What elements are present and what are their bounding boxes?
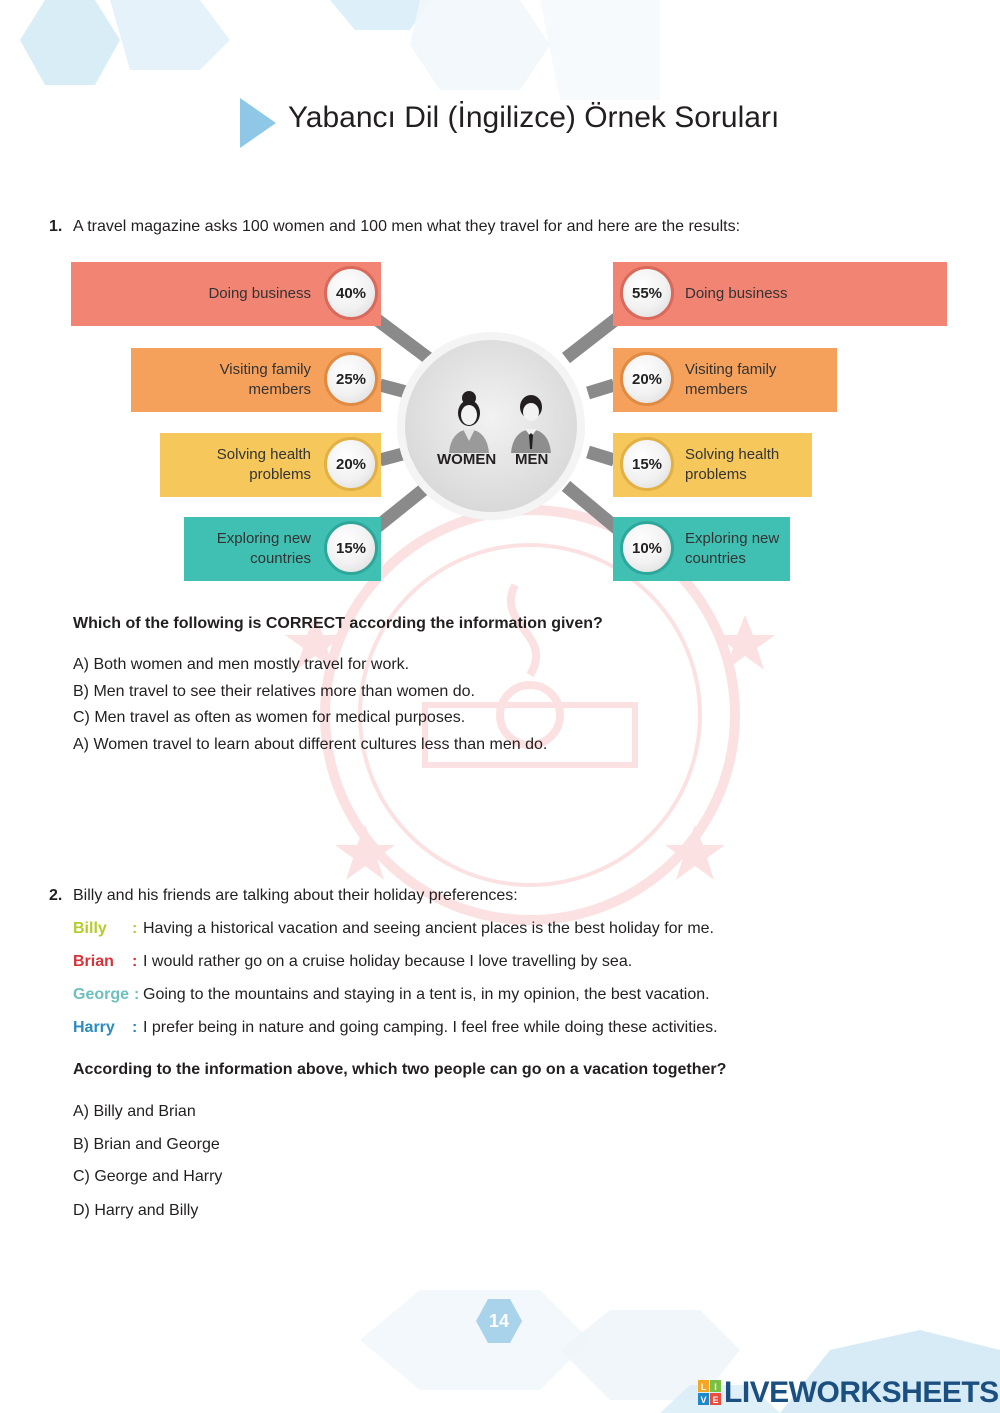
badge-letter: I [714, 1382, 717, 1392]
band-label: Doing business [685, 285, 788, 302]
brian-statement: I would rather go on a cruise holiday be… [143, 953, 633, 970]
q2-option-b[interactable]: B) Brian and George [73, 1136, 220, 1153]
badge-letter: V [700, 1395, 706, 1405]
q2-option-c[interactable]: C) George and Harry [73, 1168, 223, 1185]
woman-icon [441, 385, 497, 460]
speaker-harry: Harry [73, 1019, 115, 1036]
speaker-billy: Billy [73, 920, 107, 937]
infographic-connectors [0, 0, 1000, 625]
george-statement: Going to the mountains and staying in a … [143, 986, 710, 1003]
q2-option-d[interactable]: D) Harry and Billy [73, 1202, 199, 1219]
men-percent-visiting-family: 20% [620, 352, 674, 406]
center-disc [405, 340, 577, 512]
hexagon-decoration-top [0, 0, 660, 100]
women-percent-visiting-family: 25% [324, 352, 378, 406]
band-label: Doing business [208, 285, 311, 302]
badge-letter: E [712, 1395, 718, 1405]
page-title: Yabancı Dil (İngilizce) Örnek Soruları [288, 101, 780, 134]
speaker-george: George [73, 986, 130, 1003]
women-percent-exploring-countries: 15% [324, 521, 378, 575]
men-percent-solving-health: 15% [620, 437, 674, 491]
men-percent-doing-business: 55% [620, 266, 674, 320]
women-percent-doing-business: 40% [324, 266, 378, 320]
page-number-hexagon [476, 1299, 522, 1348]
colon: : [132, 1019, 138, 1036]
page-number: 14 [488, 1310, 510, 1331]
q1-option-c[interactable]: C) Men travel as often as women for medi… [73, 709, 466, 726]
women-percent-solving-health: 20% [324, 437, 378, 491]
q2-option-a[interactable]: A) Billy and Brian [73, 1103, 196, 1120]
question-1-ask: Which of the following is CORRECT accord… [73, 615, 603, 632]
question-1-number: 1. [49, 218, 63, 235]
q1-option-b[interactable]: B) Men travel to see their relatives mor… [73, 683, 475, 700]
billy-statement: Having a historical vacation and seeing … [143, 920, 714, 937]
colon: : [132, 920, 138, 937]
liveworksheets-brand[interactable]: LIVEWORKSHEETS [724, 1376, 999, 1409]
q1-option-d[interactable]: A) Women travel to learn about different… [73, 736, 548, 753]
question-2-ask: According to the information above, whic… [73, 1061, 727, 1078]
colon: : [132, 953, 138, 970]
man-icon [503, 385, 559, 460]
speaker-brian: Brian [73, 953, 114, 970]
title-arrow-icon [240, 98, 276, 148]
badge-letter: L [701, 1382, 707, 1392]
men-percent-exploring-countries: 10% [620, 521, 674, 575]
question-2-number: 2. [49, 887, 63, 904]
question-2-prompt: Billy and his friends are talking about … [73, 887, 518, 904]
harry-statement: I prefer being in nature and going campi… [143, 1019, 718, 1036]
q1-option-a[interactable]: A) Both women and men mostly travel for … [73, 656, 410, 673]
women-label: WOMEN [437, 451, 497, 468]
liveworksheets-logo-badge: L I V E [698, 1380, 722, 1411]
men-label: MEN [515, 451, 549, 468]
ministry-emblem-watermark [255, 505, 795, 925]
colon: : [134, 986, 140, 1003]
question-1-prompt: A travel magazine asks 100 women and 100… [73, 218, 741, 235]
